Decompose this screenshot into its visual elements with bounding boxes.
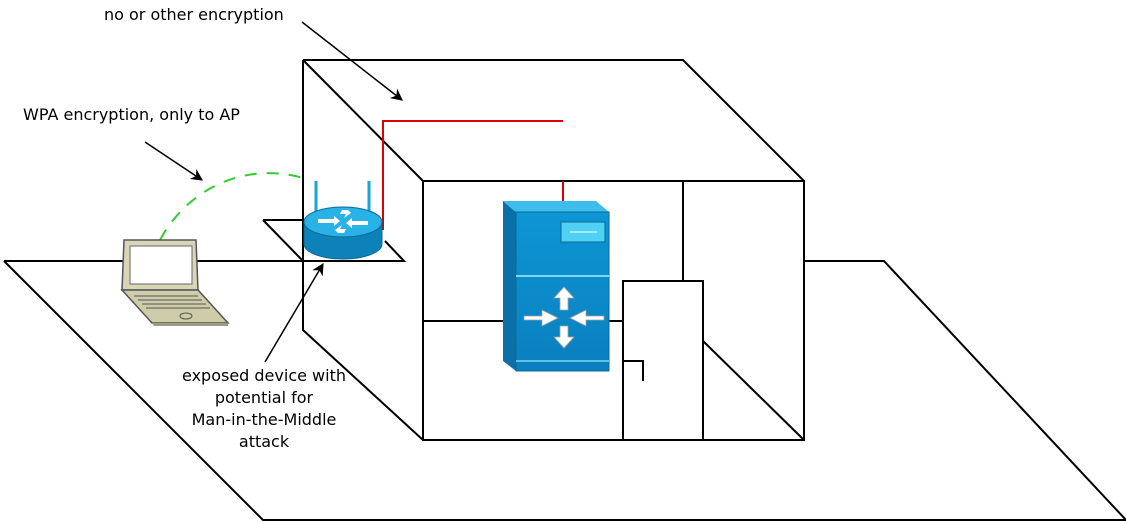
building-outline [302,59,805,441]
arrow-wpa [144,141,203,181]
wireless-link [159,172,311,241]
switch-server-icon [503,201,610,372]
label-exposed-line: exposed device with [182,366,346,385]
annotation-arrows [144,21,403,363]
label-exposed-line: attack [238,432,290,451]
label-exposed-line: potential for [214,388,314,407]
wired-link [382,120,564,230]
label-exposed-line: Man-in-the-Middle [191,410,337,429]
laptop-icon [120,239,230,326]
label-no-encryption: no or other encryption [104,5,284,24]
label-wpa-encryption: WPA encryption, only to AP [23,105,240,124]
label-exposed-device: exposed device with potential for Man-in… [160,365,368,453]
arrow-exposed [264,262,324,363]
router-ledge [262,219,407,262]
arrow-no-encryption [301,21,403,101]
wireless-router-icon [303,181,383,260]
